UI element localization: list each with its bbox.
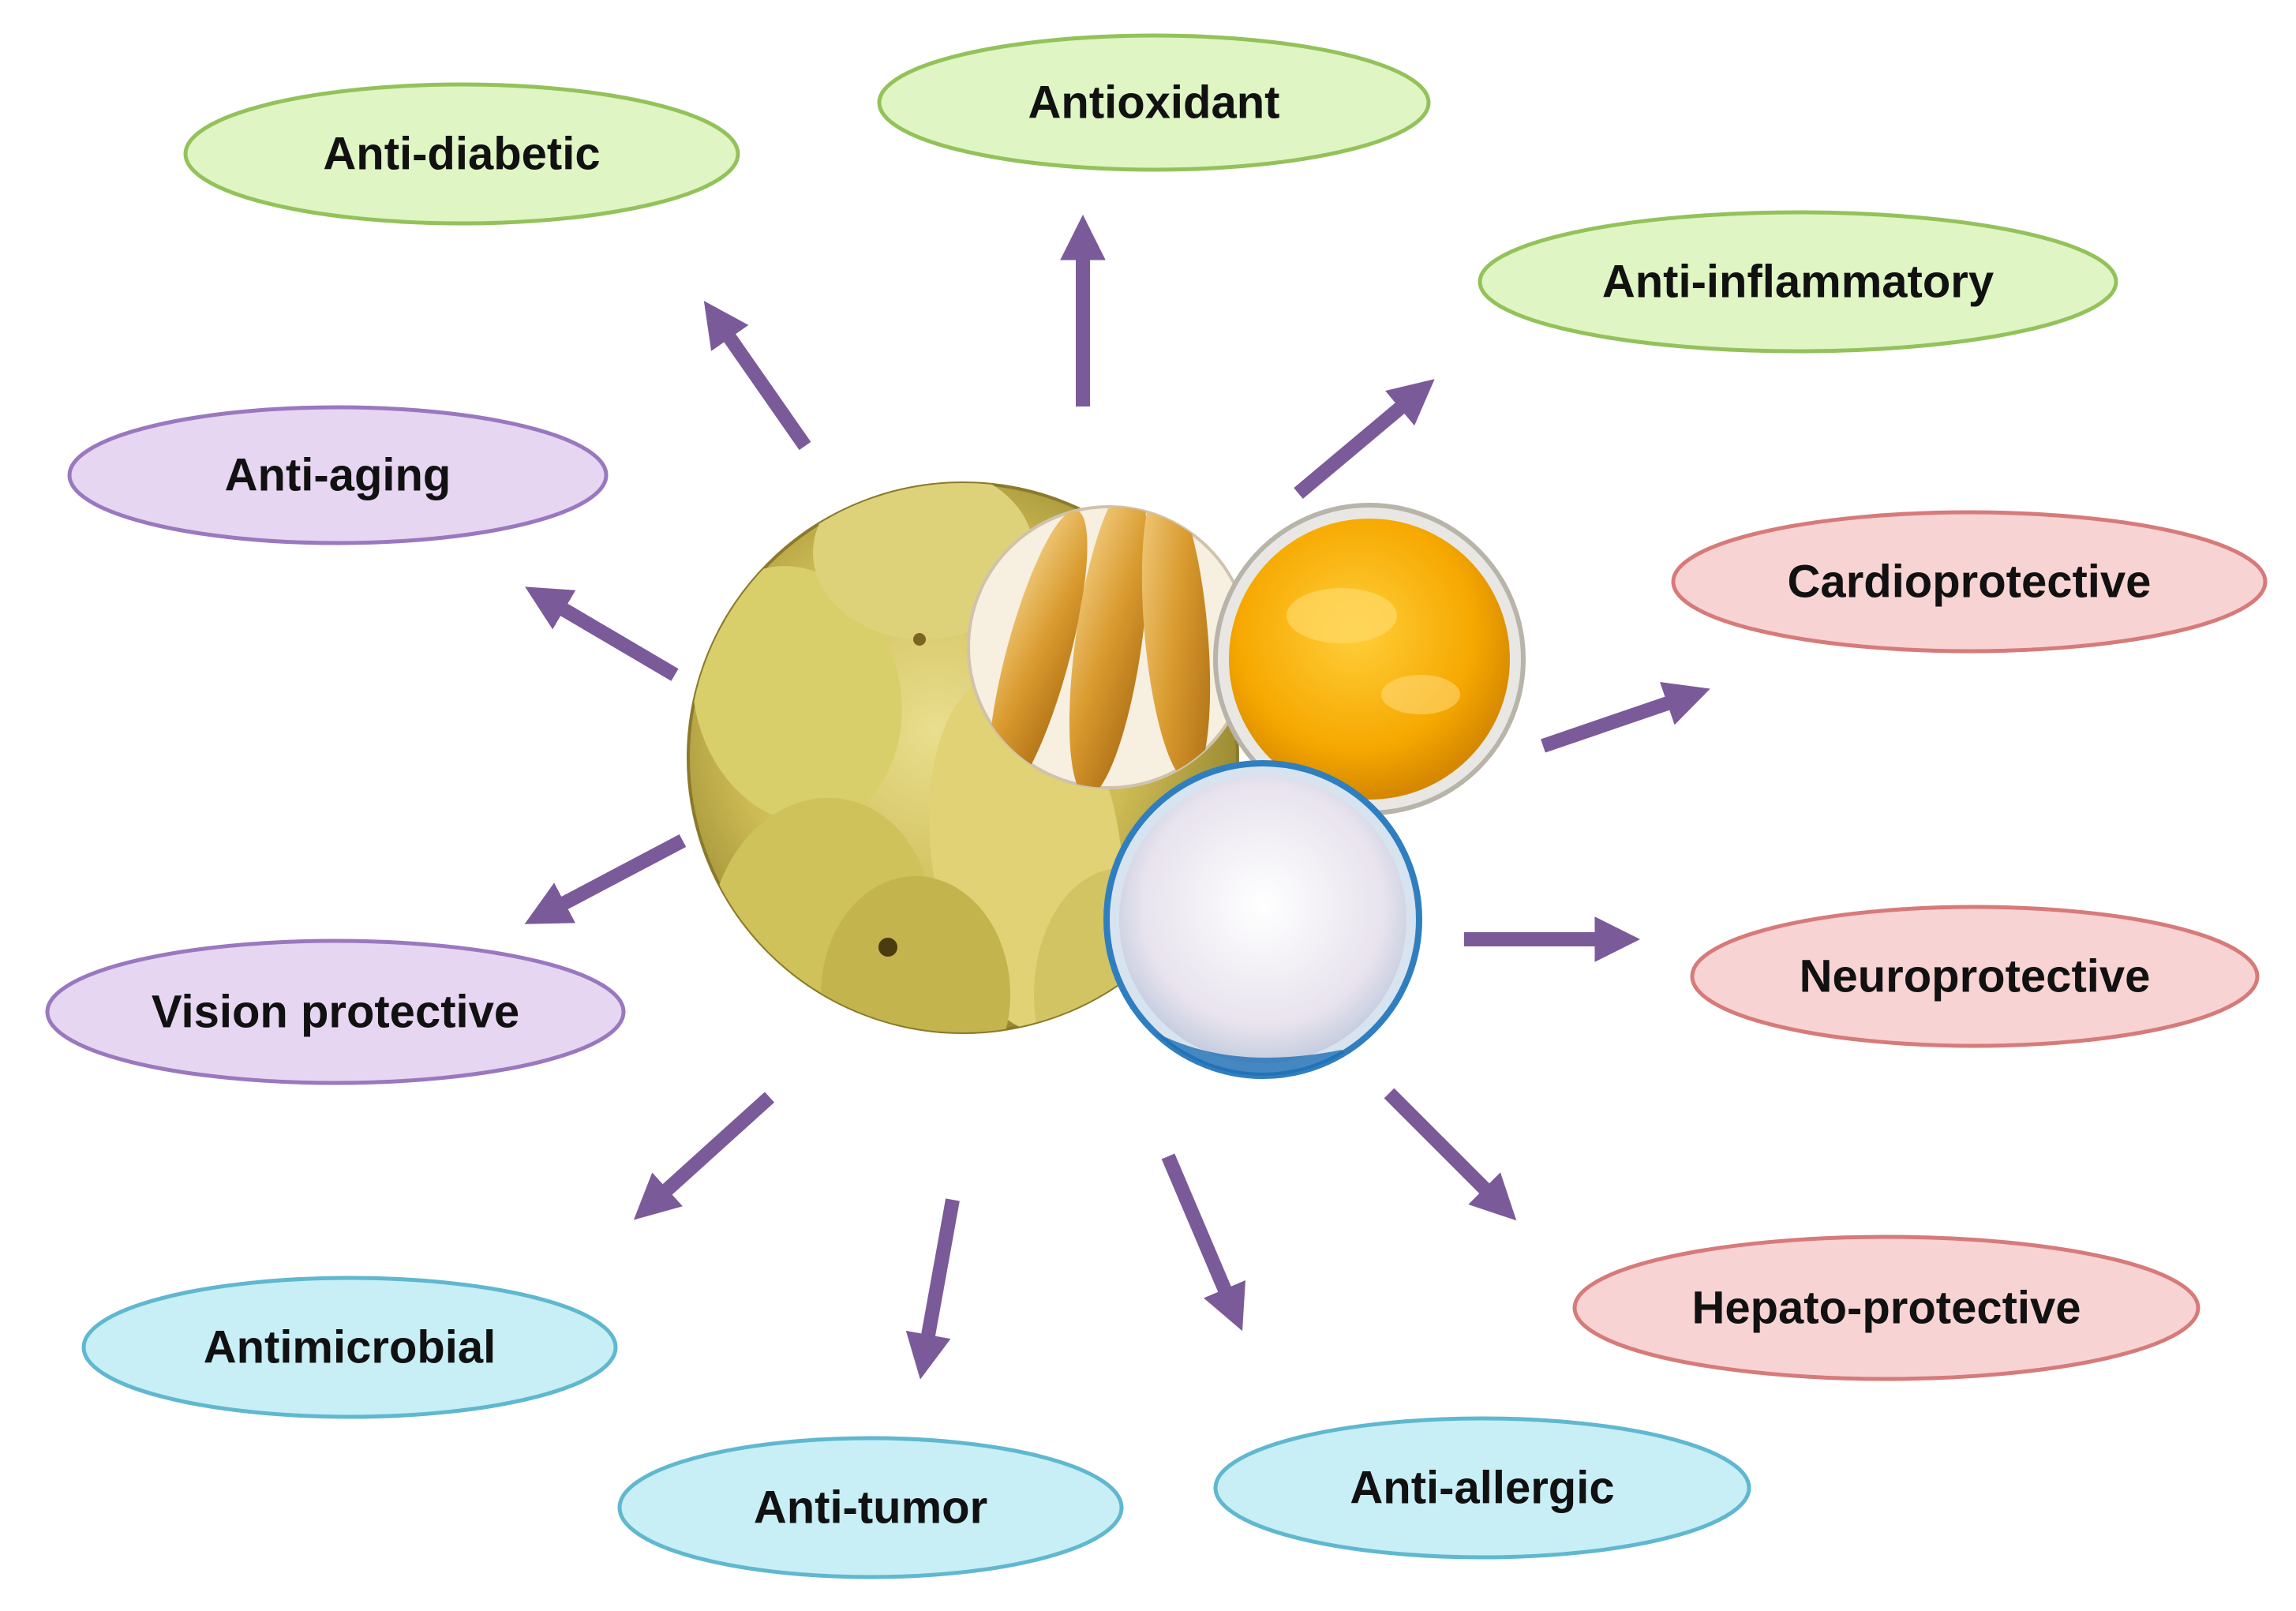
mango-slices-photo — [967, 505, 1251, 789]
node-label: Antioxidant — [1028, 77, 1280, 129]
node-anti-diabetic: Anti-diabetic — [183, 82, 740, 226]
node-label: Anti-tumor — [754, 1482, 987, 1534]
node-label: Anti-allergic — [1350, 1463, 1614, 1514]
node-cardioprotective: Cardioprotective — [1671, 510, 2268, 654]
node-vision-protective: Vision protective — [45, 939, 626, 1085]
arrow-to-antimicrobial — [633, 1092, 775, 1220]
center-collage — [687, 481, 1526, 1079]
node-label: Hepato-protective — [1691, 1283, 2081, 1334]
node-anti-inflammatory: Anti-inflammatory — [1478, 210, 2118, 354]
node-anti-aging: Anti-aging — [67, 405, 609, 545]
arrow-to-vision-protective — [524, 834, 687, 924]
node-label: Vision protective — [152, 987, 519, 1038]
node-label: Anti-aging — [225, 450, 451, 501]
node-antimicrobial: Antimicrobial — [81, 1276, 618, 1419]
node-label: Antimicrobial — [204, 1322, 496, 1373]
arrow-to-anti-allergic — [1161, 1153, 1245, 1332]
arrow-to-anti-aging — [525, 586, 679, 681]
node-antioxidant: Antioxidant — [877, 33, 1431, 172]
arrows — [524, 214, 1710, 1380]
node-label: Neuroprotective — [1800, 951, 2151, 1002]
arrow-to-cardioprotective — [1541, 681, 1710, 753]
arrow-to-anti-inflammatory — [1294, 379, 1435, 499]
arrow-to-anti-diabetic — [703, 301, 811, 451]
node-label: Anti-diabetic — [323, 129, 600, 180]
node-label: Cardioprotective — [1788, 556, 2152, 608]
node-hepato-protective: Hepato-protective — [1572, 1234, 2200, 1381]
node-anti-tumor: Anti-tumor — [617, 1436, 1124, 1579]
arrow-to-anti-tumor — [905, 1198, 960, 1380]
arrow-to-hepato-protective — [1384, 1088, 1517, 1221]
node-anti-allergic: Anti-allergic — [1213, 1416, 1751, 1560]
mango-powder-photo — [1103, 760, 1422, 1079]
node-label: Anti-inflammatory — [1602, 257, 1994, 308]
mango-pulp-photo — [1213, 503, 1526, 815]
effect-nodes: Anti-diabetic Antioxidant Anti-inflammat… — [45, 33, 2268, 1579]
node-neuroprotective: Neuroprotective — [1690, 905, 2260, 1048]
